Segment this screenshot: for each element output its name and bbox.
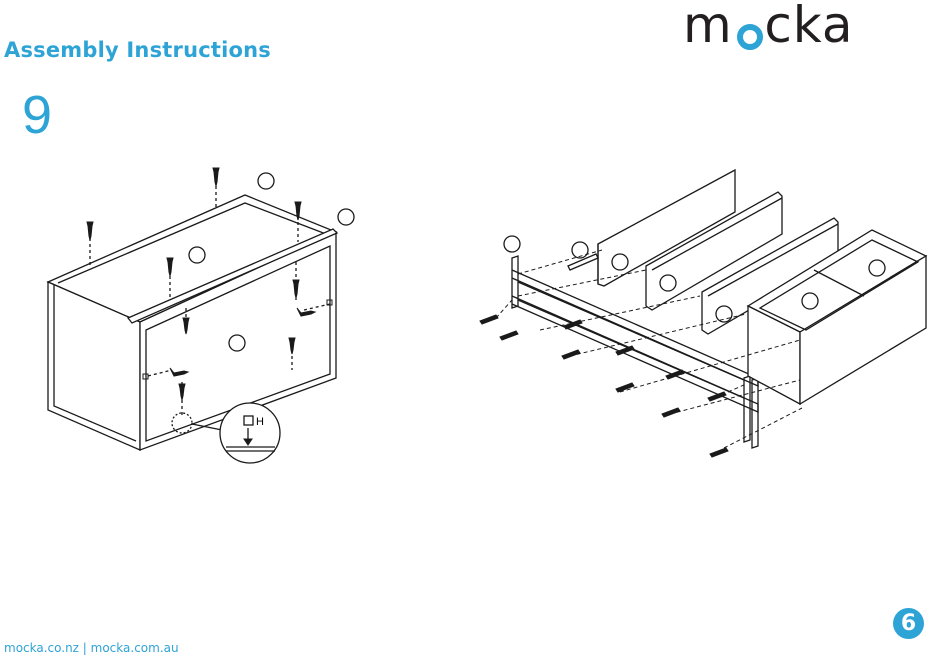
cleat: [568, 254, 598, 270]
frame-right-post-2: [752, 378, 758, 448]
screw-icon: [562, 350, 580, 359]
footer-websites: mocka.co.nz | mocka.com.au: [4, 641, 179, 655]
callout-circle-5: [504, 236, 520, 252]
callout-circle-2: [338, 209, 354, 225]
callout-circle-1: [258, 173, 274, 189]
callout-circle-6: [572, 242, 588, 258]
screw-icon: [662, 408, 680, 417]
frame-right-post: [744, 376, 750, 442]
page-number-badge: 6: [893, 608, 924, 639]
screw-icon: [710, 448, 728, 457]
screw-icon: [500, 331, 518, 340]
screw-icon: [480, 315, 498, 324]
cabinet-back-illustration: [48, 173, 354, 463]
screw-icon: [87, 222, 93, 240]
zoom-detail-circle: [220, 403, 280, 463]
hardware-label: H: [256, 416, 264, 428]
screw-icon: [213, 168, 219, 186]
exploded-frame-illustration: [496, 170, 926, 448]
screw-icon: [616, 383, 634, 392]
frame-left-post: [512, 256, 518, 308]
